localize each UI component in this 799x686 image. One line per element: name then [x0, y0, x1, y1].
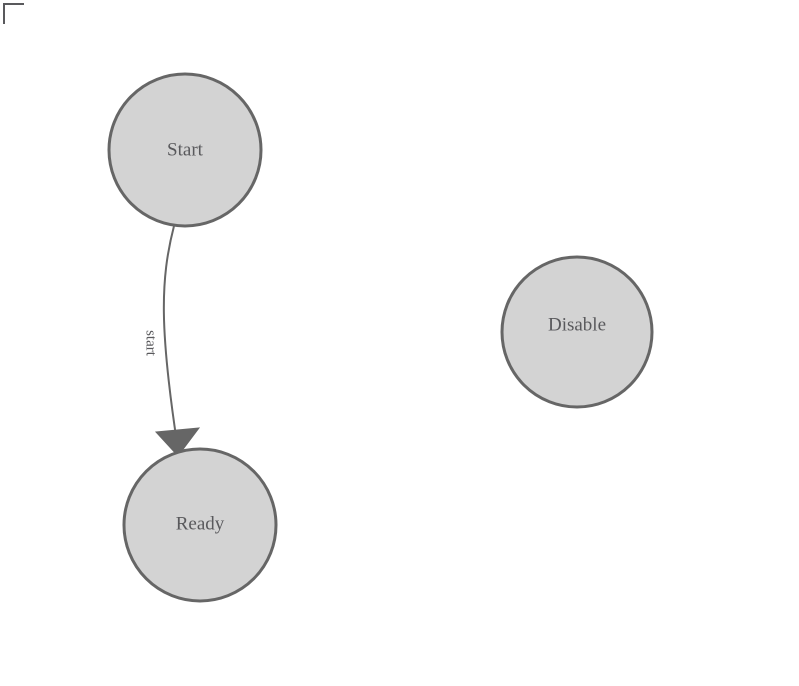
- node-start-shape: [107, 72, 263, 228]
- node-start-label: Start: [167, 139, 204, 160]
- canvas-corner-mark: [3, 3, 24, 24]
- node-start[interactable]: Start: [107, 72, 263, 228]
- node-disable[interactable]: Disable: [500, 255, 654, 409]
- edge-label-start: start: [143, 330, 159, 357]
- edge-path: [162, 225, 178, 444]
- node-ready-label: Ready: [176, 513, 225, 534]
- node-disable-label: Disable: [548, 314, 606, 335]
- edge-arrowhead-icon: [154, 427, 201, 457]
- node-disable-shape: [500, 255, 654, 409]
- edge-start-to-ready[interactable]: start: [143, 225, 201, 457]
- node-ready-shape: [122, 447, 278, 603]
- node-ready[interactable]: Ready: [122, 447, 278, 603]
